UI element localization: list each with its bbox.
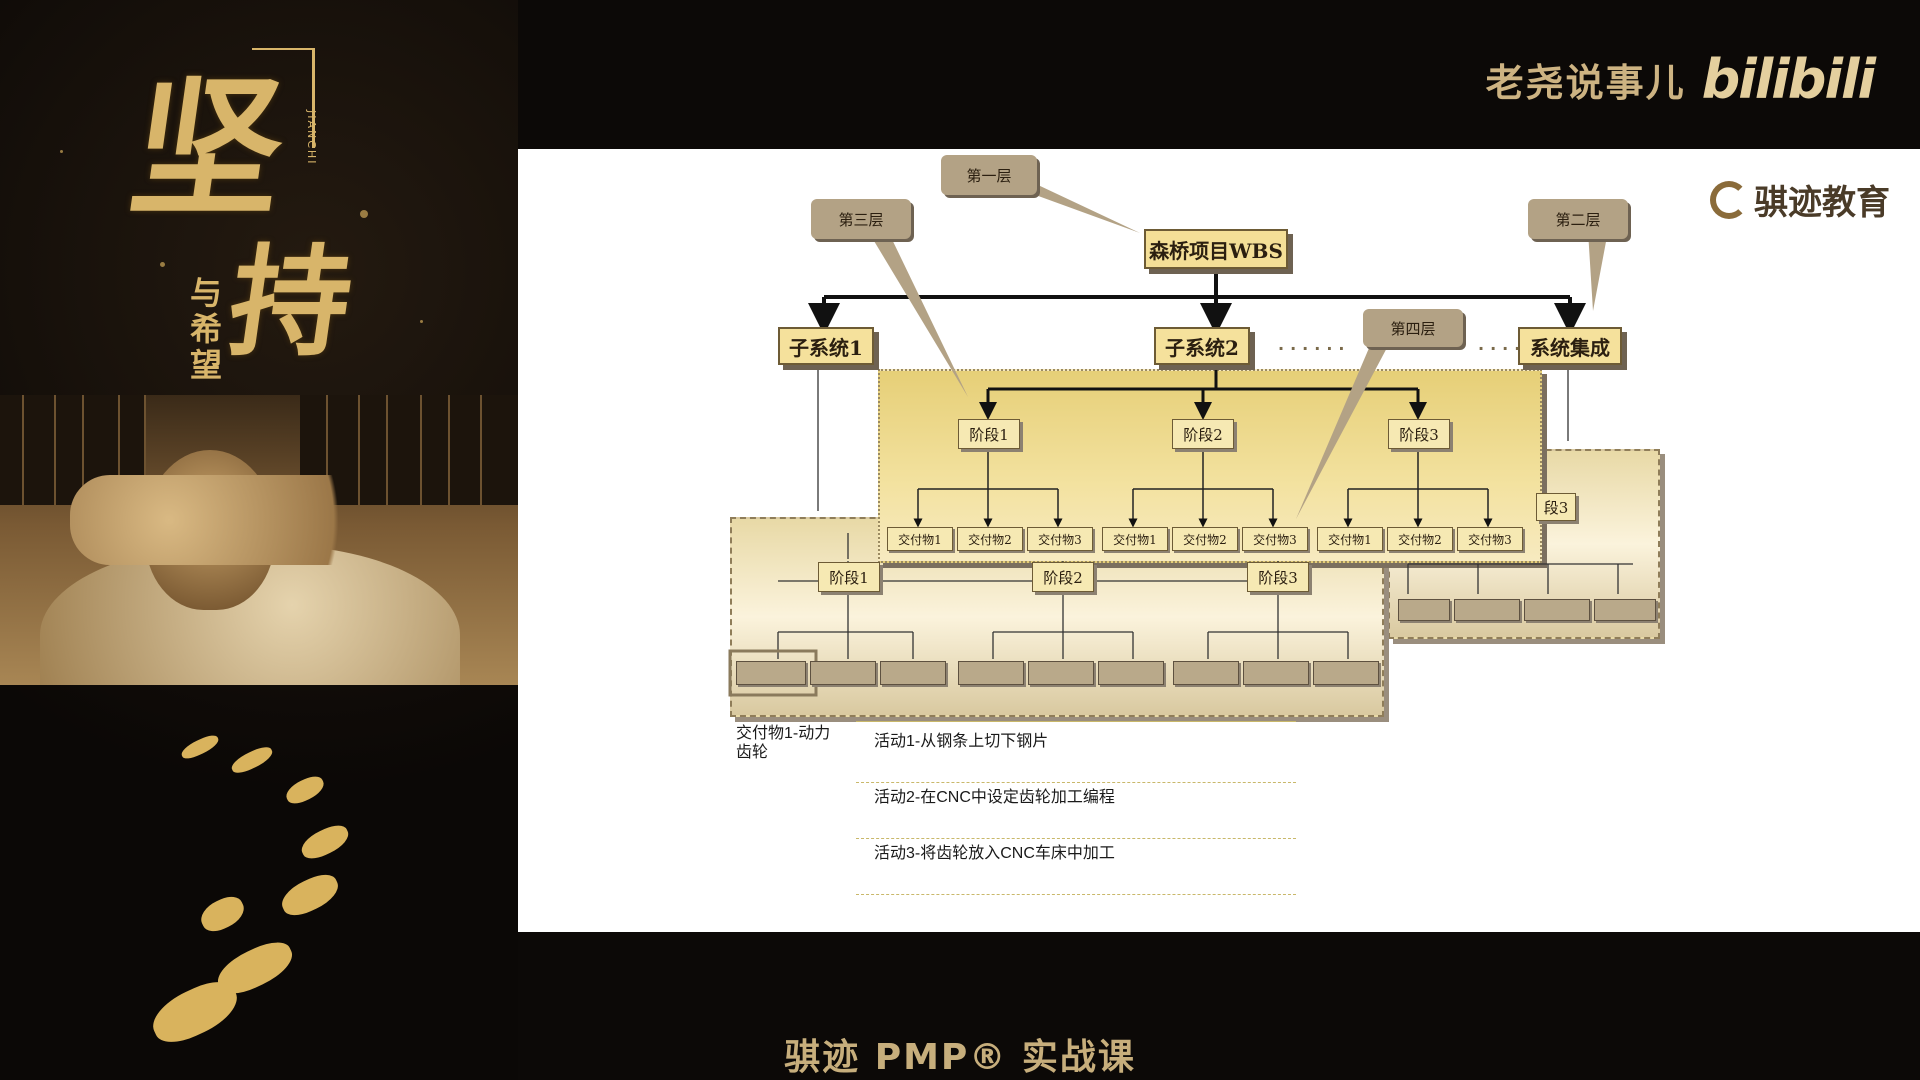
wbs-deliverable-node: 交付物3: [1242, 527, 1308, 551]
wbs-deliverable-node: [1243, 661, 1309, 685]
footprint-decoration: [228, 743, 276, 777]
wbs-deliverable-node: 交付物2: [1387, 527, 1453, 551]
wbs-deliverable-node: 交付物1: [887, 527, 953, 551]
footprint-decoration: [297, 820, 353, 864]
wbs-phase-node: 阶段2: [1172, 419, 1234, 449]
bookshelf-book: [0, 395, 24, 505]
wbs-deliverable-node: 交付物1: [1102, 527, 1168, 551]
wbs-subsystem-node: 子系统1: [778, 327, 874, 365]
footprint-decoration: [178, 732, 222, 762]
wbs-deliverable-node: [958, 661, 1024, 685]
wbs-deliverable-node: [1594, 599, 1656, 621]
bookshelf-book: [482, 395, 518, 505]
wbs-deliverable-node: [1398, 599, 1450, 621]
wbs-deliverable-node: 交付物2: [1172, 527, 1238, 551]
poster-frame-line: [312, 48, 315, 148]
bookshelf-book: [56, 395, 84, 505]
callout-level2: 第二层: [1528, 199, 1628, 239]
wbs-phase-node: 段3: [1536, 493, 1576, 521]
wbs-deliverable-node: [880, 661, 946, 685]
footprint-decoration: [282, 772, 328, 808]
wbs-deliverable-node: [1524, 599, 1590, 621]
wbs-phase-node: 阶段1: [818, 562, 880, 592]
wbs-deliverable-node: 交付物2: [957, 527, 1023, 551]
wbs-deliverable-node: 交付物3: [1027, 527, 1093, 551]
webcam-video: [0, 395, 518, 685]
presenter-hands: [70, 475, 400, 565]
callout-level3: 第三层: [811, 199, 911, 239]
wbs-deliverable-node-highlighted: [736, 661, 806, 685]
star: [160, 262, 165, 267]
brand-icon: [1710, 180, 1748, 219]
wbs-phase-node: 阶段3: [1388, 419, 1450, 449]
wbs-deliverable-node: 交付物3: [1457, 527, 1523, 551]
wbs-deliverable-node: [810, 661, 876, 685]
bookshelf-book: [422, 395, 450, 505]
wbs-deliverable-node: [1028, 661, 1094, 685]
bookshelf-book: [388, 395, 422, 505]
wbs-connectors: [728, 185, 1633, 697]
poster-title-second: 持: [220, 232, 361, 373]
wbs-phase-node: 阶段2: [1032, 562, 1094, 592]
brand-name: 骐迹教育: [1754, 183, 1890, 223]
star: [60, 150, 63, 153]
poster-pinyin: JIANCHI: [305, 110, 318, 166]
presentation-slide: 骐迹教育: [518, 149, 1920, 932]
bookshelf-book: [450, 395, 482, 505]
channel-name: 老尧说事儿: [1485, 60, 1686, 105]
wbs-deliverable-node: 交付物1: [1317, 527, 1383, 551]
activity-item: 活动2-在CNC中设定齿轮加工编程: [856, 783, 1296, 839]
callout-level4: 第四层: [1363, 309, 1463, 347]
wbs-deliverable-node: [1173, 661, 1239, 685]
bookshelf-book: [24, 395, 56, 505]
wbs-root-node: 森桥项目WBS: [1144, 229, 1288, 269]
brand-logo: 骐迹教育: [1710, 175, 1890, 224]
deliverable-detail-label: 交付物1-动力齿轮: [736, 725, 831, 761]
star: [360, 210, 368, 218]
activity-item: 活动3-将齿轮放入CNC车床中加工: [856, 839, 1296, 895]
wbs-subsystem-node: 系统集成: [1518, 327, 1622, 365]
footprint-decoration: [276, 868, 344, 922]
wbs-deliverable-node: [1098, 661, 1164, 685]
channel-watermark: 老尧说事儿 bilibili: [1485, 48, 1876, 111]
poster-frame-line: [252, 48, 312, 50]
wbs-deliverable-node: [1313, 661, 1379, 685]
callout-level1: 第一层: [941, 155, 1037, 195]
wbs-ellipsis: ......: [1278, 335, 1351, 354]
poster-subtitle: 与希望: [190, 274, 223, 384]
activity-item: 活动1-从钢条上切下钢片: [856, 727, 1296, 783]
activity-divider: [856, 721, 1296, 722]
poster-panel: 坚 持 与希望 JIANCHI: [0, 0, 518, 1080]
wbs-phase-node: 阶段3: [1247, 562, 1309, 592]
footprint-decoration: [196, 891, 249, 937]
wbs-deliverable-node: [1454, 599, 1520, 621]
star: [420, 320, 423, 323]
wbs-subsystem-node: 子系统2: [1154, 327, 1250, 365]
wbs-phase-node: 阶段1: [958, 419, 1020, 449]
bilibili-logo-icon: bilibili: [1701, 48, 1876, 111]
course-title: 骐迹 PMP® 实战课: [784, 1037, 1136, 1078]
